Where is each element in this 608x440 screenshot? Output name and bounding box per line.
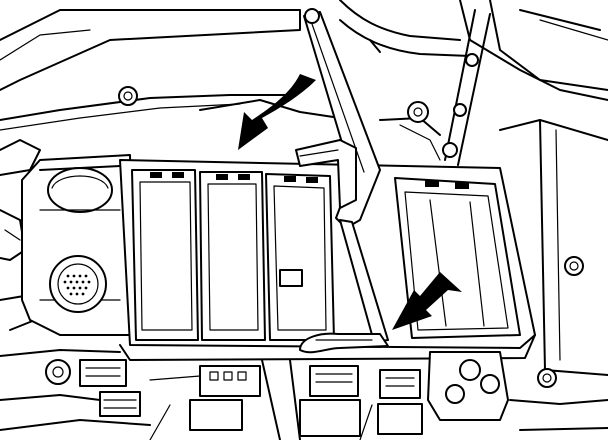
curved-arrow bbox=[238, 74, 316, 150]
control-module-1 bbox=[131, 169, 199, 341]
module-rack bbox=[119, 159, 536, 361]
removal-tool-lever bbox=[295, 8, 389, 354]
left-housing bbox=[21, 154, 136, 336]
bottom-wiring bbox=[0, 349, 608, 440]
bolt-icon bbox=[45, 359, 71, 385]
bolt-icon bbox=[118, 86, 138, 106]
control-module-2 bbox=[199, 171, 266, 341]
control-module-3 bbox=[265, 173, 335, 341]
bolt-icon bbox=[564, 256, 584, 276]
bolt-icon bbox=[537, 368, 557, 388]
straight-arrow bbox=[392, 272, 462, 330]
